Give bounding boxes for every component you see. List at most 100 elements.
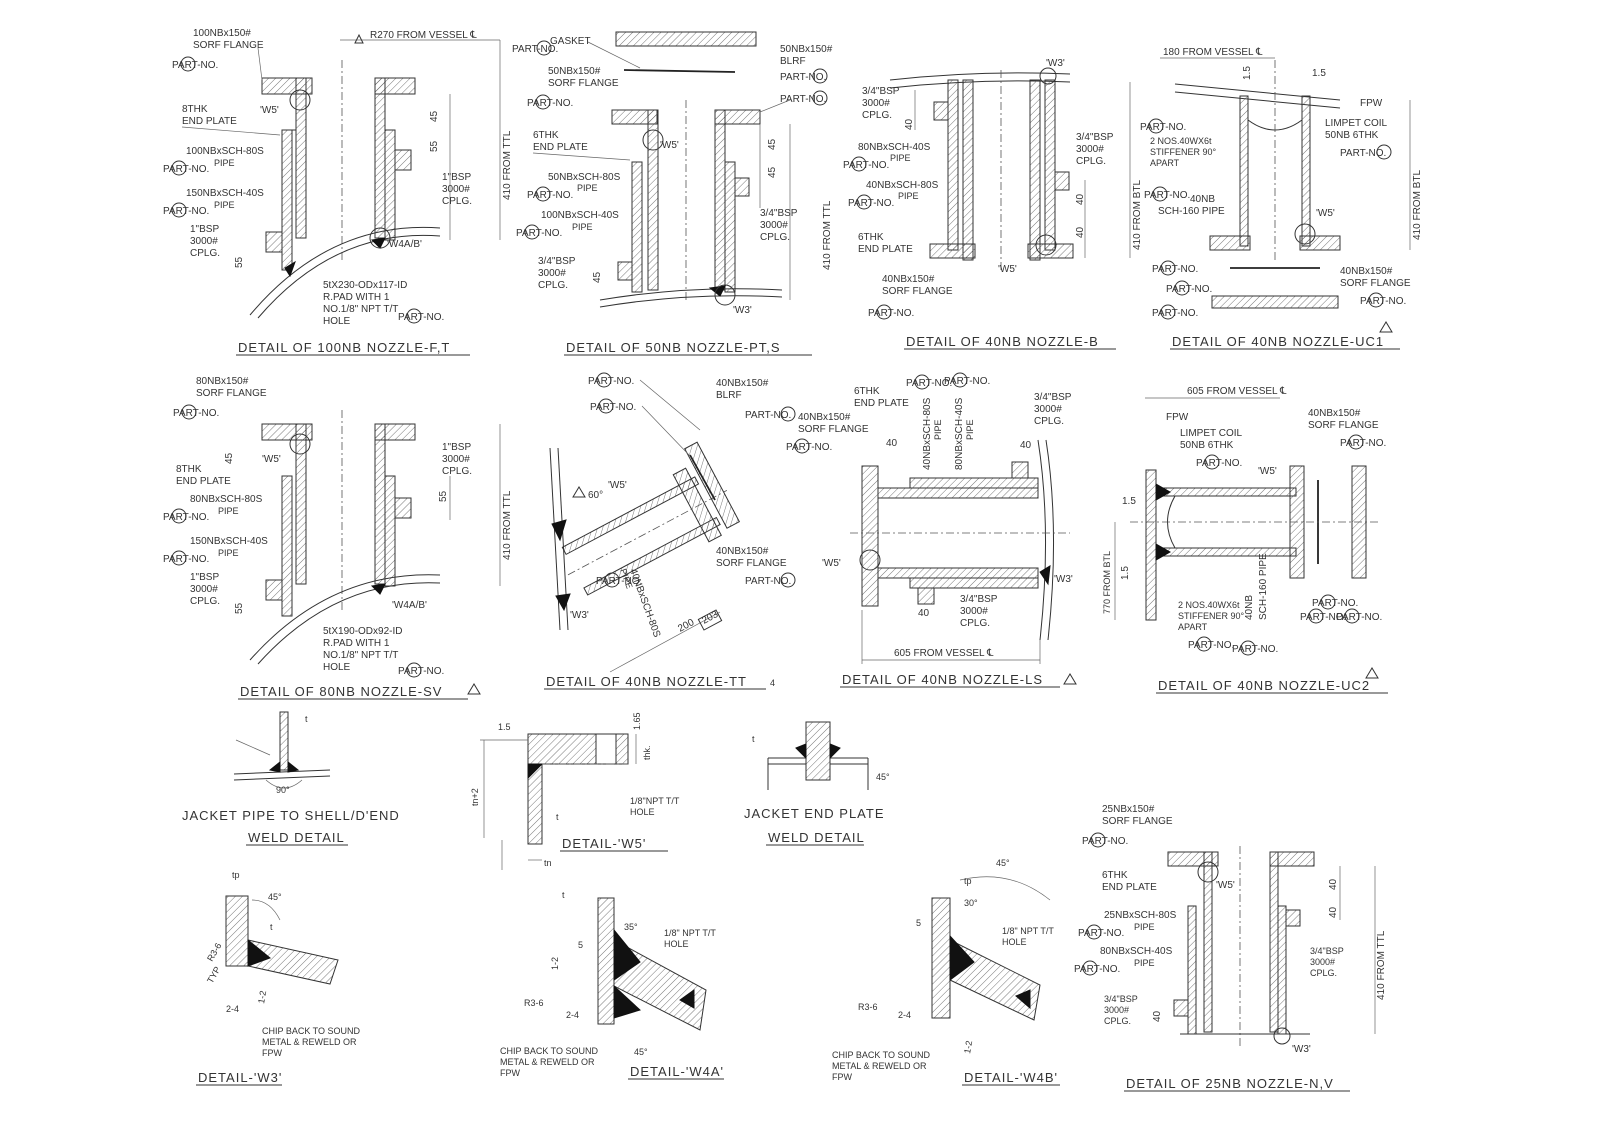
d7-label: 3/4"BSP (1034, 392, 1072, 403)
d2-label: CPLG. (538, 280, 568, 291)
d6-label: 'W3' (570, 610, 589, 621)
d9-label: CPLG. (1310, 968, 1337, 978)
d3-label: 3000# (1076, 144, 1104, 155)
d8-label: 40NBx150# (1308, 408, 1361, 419)
d1-label: END PLATE (182, 116, 237, 127)
d1-label: NO.1/8" NPT T/T (323, 304, 398, 315)
d4-label: 50NB 6THK (1325, 130, 1379, 141)
weld-title: JACKET END PLATE (744, 806, 885, 821)
d1-label: 'W5' (260, 105, 279, 116)
d8-label: APART (1178, 622, 1208, 632)
d4-label: STIFFENER 90° (1150, 147, 1217, 157)
d7-label: PIPE (933, 419, 943, 440)
w6-label: 2-4 (898, 1010, 911, 1020)
d2-dim-ttl: 410 FROM TTL (822, 200, 833, 270)
d1-label: 8THK (182, 104, 208, 115)
d8-label: 50NB 6THK (1180, 440, 1234, 451)
detail-title: DETAIL OF 100NB NOZZLE-F,T (238, 340, 450, 355)
w6-label: R3-6 (858, 1002, 878, 1012)
d5-dim-ttl: 410 FROM TTL (502, 490, 513, 560)
d5-label: 80NBx150# (196, 376, 249, 387)
w2-label: HOLE (630, 807, 655, 817)
w1-label: 90° (276, 785, 290, 795)
d9-label: PIPE (1134, 922, 1155, 932)
d4-label: 180 FROM VESSEL ℄ (1163, 47, 1263, 58)
d3-label: 'W5' (998, 264, 1017, 275)
d5-label: 3000# (190, 584, 218, 595)
w4-label: 1-2 (256, 990, 268, 1005)
w6-label: 5 (916, 918, 921, 928)
d8-label: FPW (1166, 412, 1189, 423)
d7-label: 40NBx150# (798, 412, 851, 423)
d1-label: 5tX230-ODx117-ID (323, 280, 407, 291)
w5-label: FPW (500, 1068, 521, 1078)
d5-label: 3000# (442, 454, 470, 465)
w5-label: 45° (634, 1047, 648, 1057)
w5-label: 5 (578, 940, 583, 950)
w4-label: FPW (262, 1048, 283, 1058)
d9-label: 'W3' (1292, 1044, 1311, 1055)
d1-label: 3000# (442, 184, 470, 195)
d2-label: 3000# (538, 268, 566, 279)
weld-detail-w4a: t 35° 5 1-2 R3-6 2-4 1/8" NPT T/T HOLE 4… (500, 890, 724, 1080)
detail-title: DETAIL OF 40NB NOZZLE-TT (546, 674, 747, 689)
d5-dim: 55 (438, 490, 449, 502)
detail-100nb-nozzle: R270 FROM VESSEL ℄ 410 FROM TTL 45 55 55… (163, 28, 513, 356)
d1-label: CPLG. (442, 196, 472, 207)
detail-title: DETAIL OF 40NB NOZZLE-UC1 (1172, 334, 1384, 349)
w4-label: CHIP BACK TO SOUND (262, 1026, 361, 1036)
d1-label: 150NBxSCH-40S (186, 188, 264, 199)
weld-title: DETAIL-'W4B' (964, 1070, 1058, 1085)
detail-40nb-nozzle-b: 410 FROM BTL 40 40 40 'W3' 3/4"BSP 3000#… (843, 58, 1143, 350)
d7-label: 'W3' (1054, 574, 1073, 585)
part-no-label: PART-NO. (745, 576, 791, 587)
d9-label: 80NBxSCH-40S (1100, 946, 1173, 957)
d2-label: 100NBxSCH-40S (541, 210, 619, 221)
weld-detail-jacket-pipe: t 90° JACKET PIPE TO SHELL/D'END WELD DE… (182, 711, 400, 846)
weld-title: WELD DETAIL (768, 830, 865, 845)
d2-label: 50NBxSCH-80S (548, 172, 621, 183)
d7-label: 6THK (854, 386, 880, 397)
d4-label: SCH-160 PIPE (1158, 206, 1225, 217)
w4-label: TYP (205, 965, 222, 985)
d2-label: SORF FLANGE (548, 78, 619, 89)
detail-50nb-nozzle: 410 FROM TTL 45 45 45 GASKET PART-NO. 50… (512, 31, 833, 356)
d7-label: 80NBxSCH-40S (954, 397, 965, 470)
w5-label: R3-6 (524, 998, 544, 1008)
d5-label: 150NBxSCH-40S (190, 536, 268, 547)
weld-detail-w3: tp 45° t R3-6 TYP 2-4 1-2 CHIP BACK TO S… (196, 870, 361, 1086)
w5-label: 2-4 (566, 1010, 579, 1020)
d7-label: SORF FLANGE (798, 424, 869, 435)
w4-label: 45° (268, 892, 282, 902)
d5-label: 5tX190-ODx92-ID (323, 626, 402, 637)
d4-label: LIMPET COIL (1325, 118, 1387, 129)
w4-label: R3-6 (205, 941, 223, 963)
d1-label: 1"BSP (442, 172, 471, 183)
weld-title: DETAIL-'W3' (198, 1070, 282, 1085)
d6-label: 40NBx150# (716, 546, 769, 557)
d3-label: 80NBxSCH-40S (858, 142, 931, 153)
d4-dim: 1.5 (1242, 66, 1253, 80)
d8-label: SORF FLANGE (1308, 420, 1379, 431)
w5-label: 1/8" NPT T/T (664, 928, 716, 938)
d2-label: BLRF (780, 56, 806, 67)
d3-label: CPLG. (862, 110, 892, 121)
d8-dim-btl: 770 FROM BTL (1102, 551, 1112, 614)
detail-title: DETAIL OF 40NB NOZZLE-UC2 (1158, 678, 1370, 693)
d5-label: R.PAD WITH 1 (323, 638, 390, 649)
w6-label: HOLE (1002, 937, 1027, 947)
d4-dim-btl: 410 FROM BTL (1412, 170, 1423, 240)
d2-label: 3/4"BSP (760, 208, 798, 219)
w2-label: 1.65 (632, 712, 642, 730)
weld-title: JACKET PIPE TO SHELL/D'END (182, 808, 400, 823)
d3-label: 40NBx150# (882, 274, 935, 285)
d8-label: LIMPET COIL (1180, 428, 1242, 439)
w6-label: 1/8" NPT T/T (1002, 926, 1054, 936)
d3-label: 3000# (862, 98, 890, 109)
weld-title: WELD DETAIL (248, 830, 345, 845)
d5-label: PIPE (218, 506, 239, 516)
d2-label: 50NBx150# (548, 66, 601, 77)
d9-dim: 40 (1328, 906, 1339, 918)
d6-label: 'W5' (608, 480, 627, 491)
detail-40nb-nozzle-ls: 605 FROM VESSEL ℄ 40 40 40 6THK END PLAT… (786, 372, 1077, 688)
